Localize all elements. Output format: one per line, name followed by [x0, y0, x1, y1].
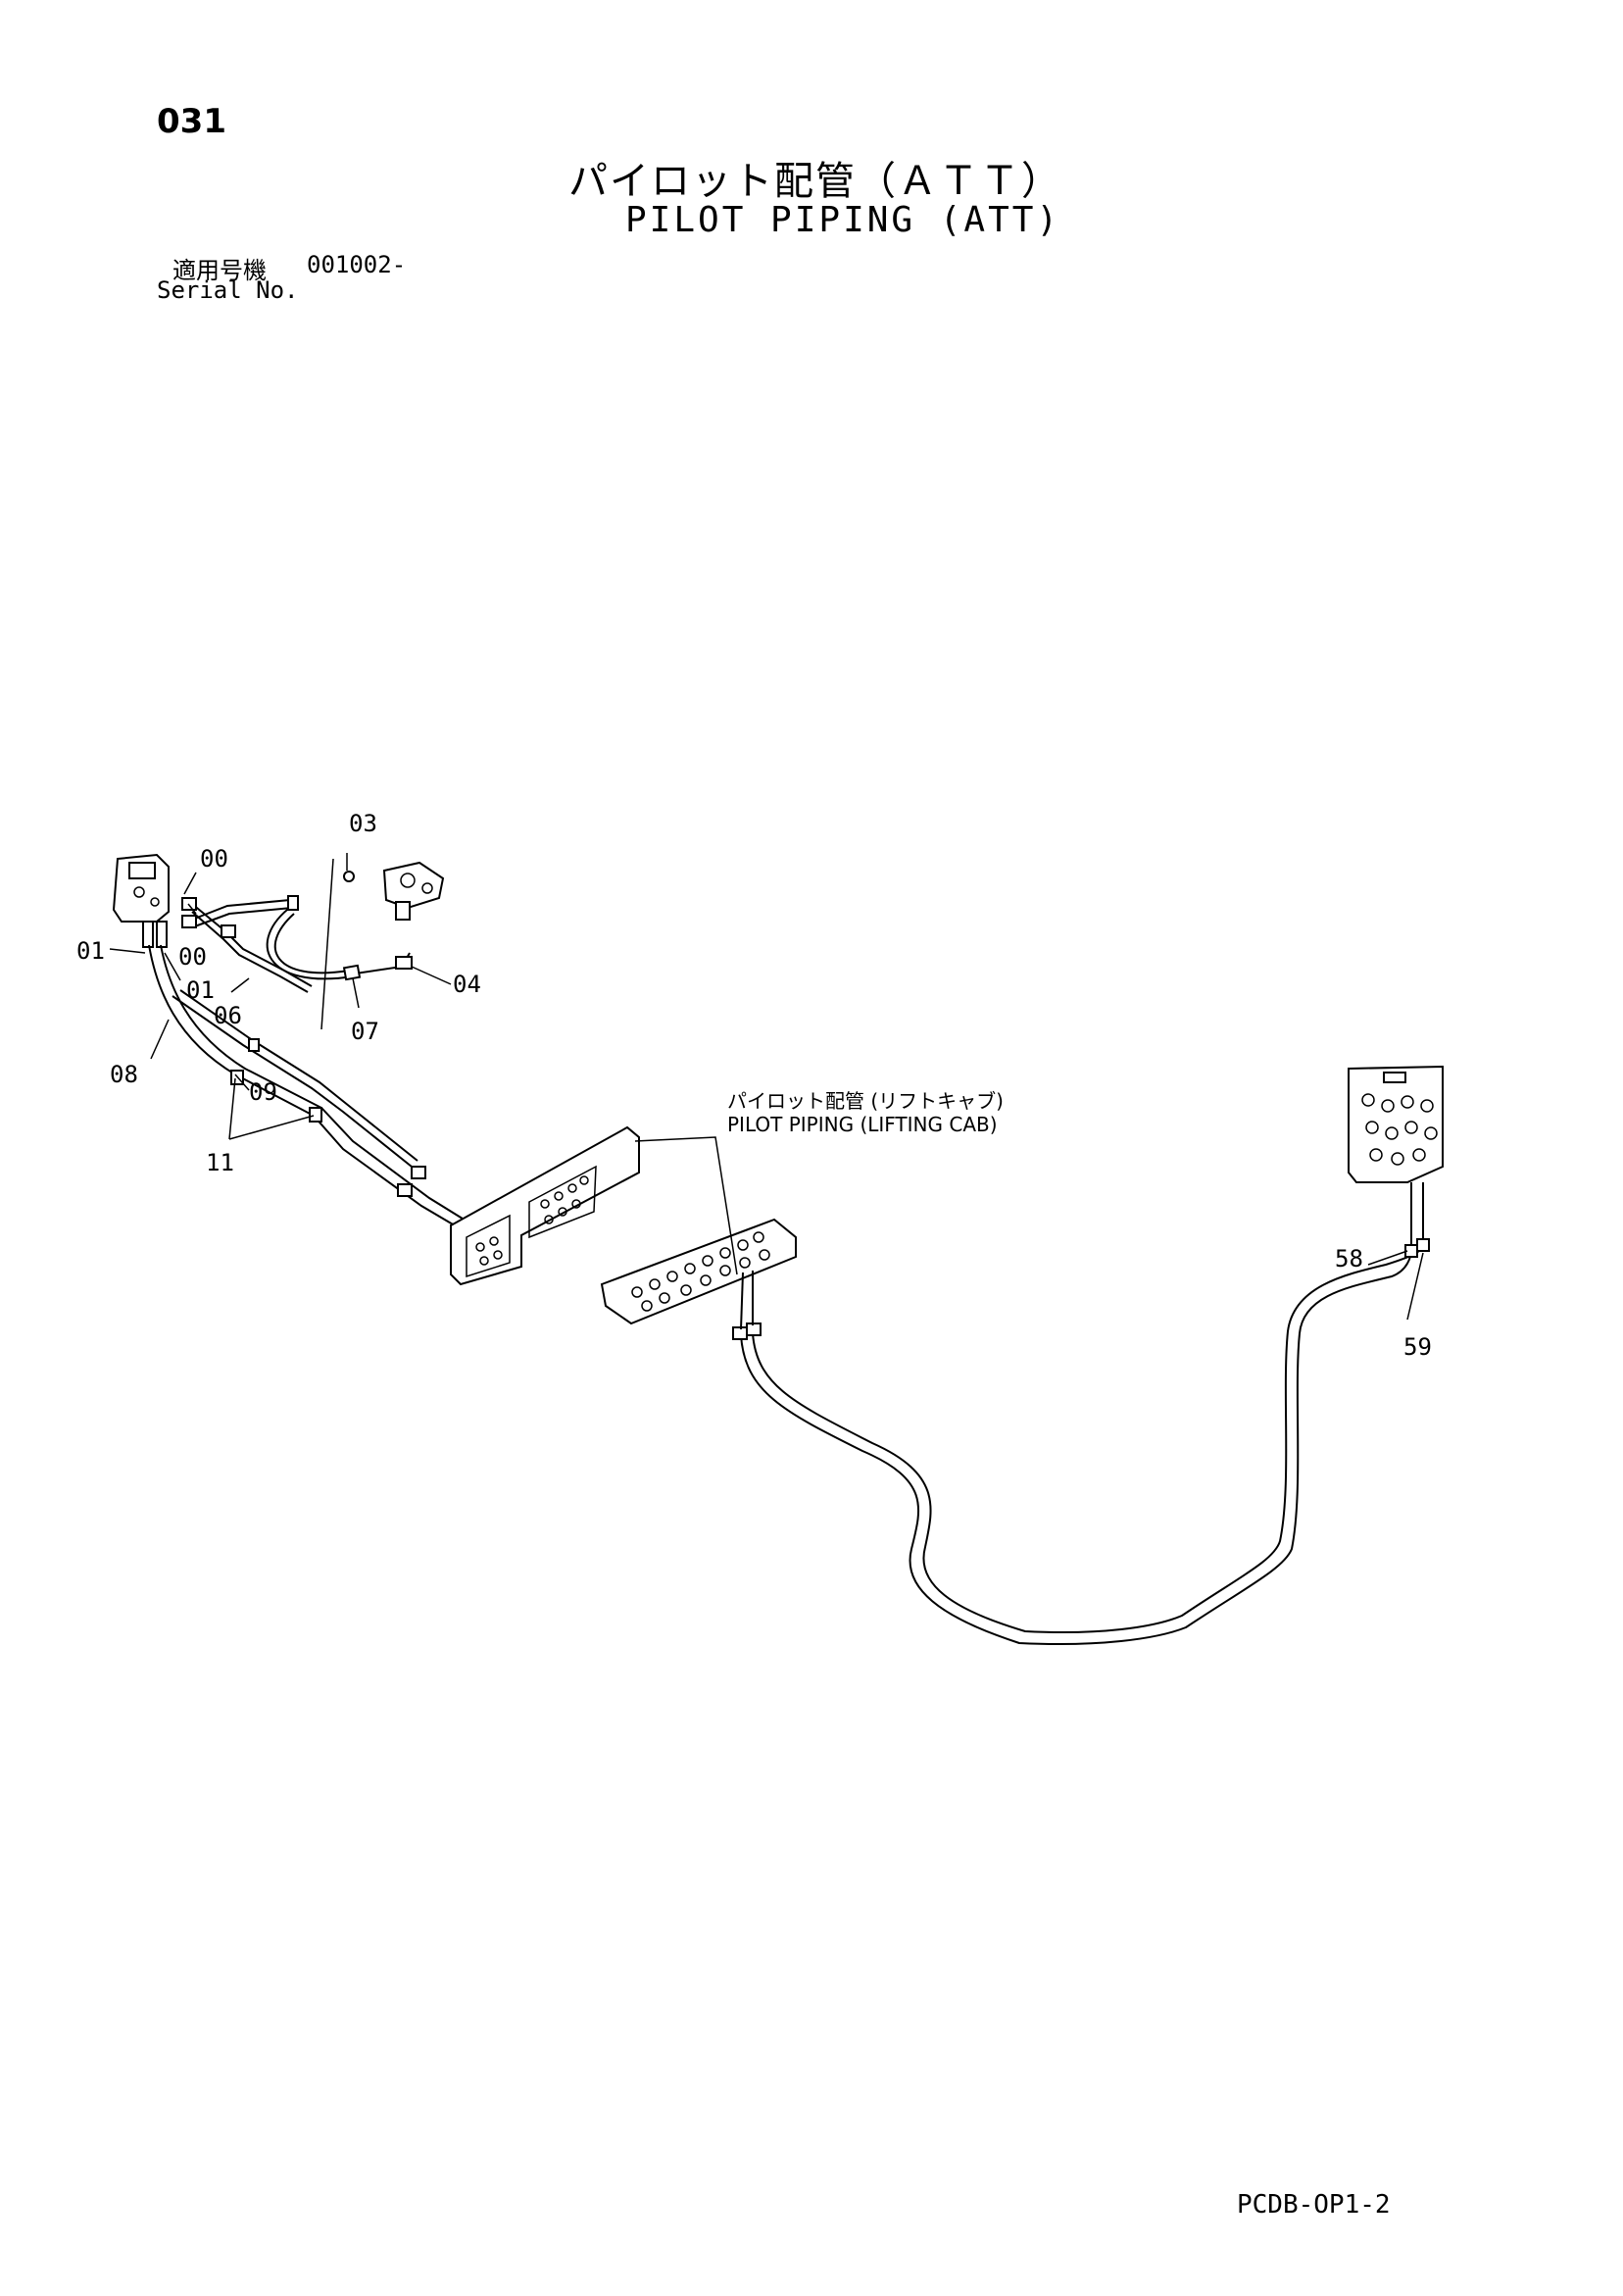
- callout-11: 11: [206, 1149, 234, 1176]
- leader-lines: [109, 853, 1424, 1321]
- callout-09: 09: [249, 1078, 277, 1106]
- long-hose-loop: [732, 1244, 1424, 1646]
- page-title-en: PILOT PIPING (ATT): [625, 200, 1061, 240]
- callout-04: 04: [453, 971, 481, 998]
- callout-08: 08: [110, 1061, 138, 1088]
- serial-label-jp: 適用号機: [172, 257, 267, 284]
- callout-01-right: 01: [186, 976, 215, 1004]
- page-number: 031: [157, 102, 226, 141]
- callout-00-lower: 00: [178, 943, 207, 971]
- connector-block: [343, 861, 445, 921]
- lifting-cab-note-en: PILOT PIPING (LIFTING CAB): [727, 1113, 998, 1136]
- upper-hoses: [181, 895, 413, 993]
- callout-03: 03: [349, 810, 377, 837]
- callout-06: 06: [214, 1002, 242, 1029]
- divider-line: [320, 858, 334, 1030]
- callout-58: 58: [1335, 1245, 1363, 1273]
- lifting-cab-manifold: [600, 1218, 797, 1325]
- lifting-cab-note-jp: パイロット配管 (リフトキャブ): [727, 1089, 1004, 1113]
- serial-value: 001002-: [307, 251, 407, 278]
- serial-label-en: Serial No.: [157, 276, 299, 304]
- manifold-bracket: [450, 1125, 640, 1286]
- callout-07: 07: [351, 1018, 379, 1045]
- right-control-block: [1348, 1065, 1444, 1258]
- page-title-jp: パイロット配管（ＡＴＴ）: [568, 159, 1062, 204]
- callout-01-left: 01: [76, 937, 105, 965]
- pilot-valve: [112, 853, 170, 948]
- callout-00-upper: 00: [200, 845, 228, 873]
- document-code: PCDB-OP1-2: [1237, 2190, 1391, 2220]
- callout-59: 59: [1403, 1333, 1432, 1361]
